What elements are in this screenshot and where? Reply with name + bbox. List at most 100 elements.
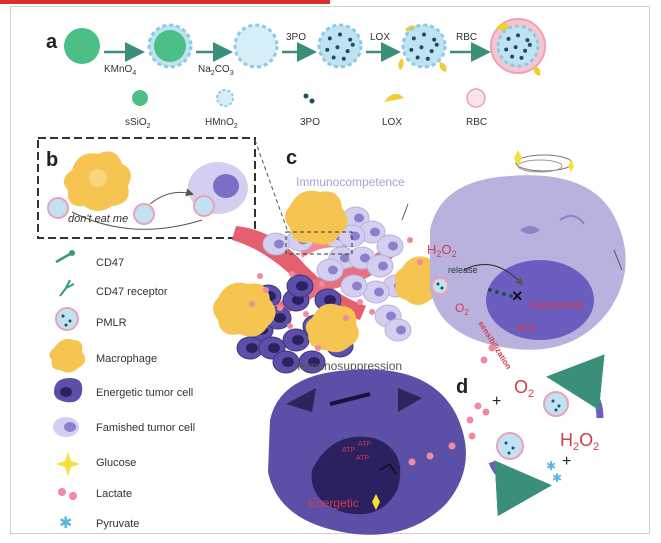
macrophage-top xyxy=(285,190,348,245)
drug-dot xyxy=(525,38,530,43)
panel-a-legend: sSiO2 HMnO2 3PO LOX RBC xyxy=(125,88,487,130)
panel-c-label: c xyxy=(286,147,297,169)
legend-sio2-label: sSiO2 xyxy=(125,117,151,130)
legend-energetic-cell-label: Energetic tumor cell xyxy=(96,387,193,399)
cell-nucleus xyxy=(340,253,350,263)
legend-lactate-icon xyxy=(58,488,77,500)
drug-dot xyxy=(523,48,528,53)
drug-dots xyxy=(488,288,513,298)
release-label: release xyxy=(448,265,478,275)
legend-macrophage-icon xyxy=(49,339,86,373)
macrophage-left xyxy=(213,282,276,337)
plus-sign-top: + xyxy=(492,393,501,410)
legend-cd47-label: CD47 xyxy=(96,257,124,269)
famished-label: Famished xyxy=(530,298,583,312)
cell-nucleus xyxy=(388,241,398,251)
drug-dot xyxy=(429,49,434,54)
legend-pmlr-label: PMLR xyxy=(96,317,127,329)
cell-nucleus xyxy=(378,261,388,271)
panel-b-pmlr-left xyxy=(47,197,69,219)
lactate-dot xyxy=(303,311,309,317)
step-label-kmno4: KMnO4 xyxy=(104,64,136,77)
legend-famished-cell-icon xyxy=(53,417,79,437)
h2o2-label-d: H2O2 xyxy=(560,430,599,453)
atp-label-3: ATP xyxy=(356,455,369,462)
lactate-dot xyxy=(343,315,349,321)
cell-nucleus xyxy=(324,295,336,305)
energetic-label: Energetic xyxy=(308,496,359,510)
zoom-region xyxy=(285,231,353,255)
lactate-dot xyxy=(257,273,263,279)
drug-dot xyxy=(419,45,424,50)
immunocompetence-label: Immunocompetence xyxy=(296,175,405,189)
lactate-dot xyxy=(249,301,255,307)
cell-nucleus xyxy=(308,357,320,367)
drug-dot xyxy=(510,54,515,59)
macrophage-right xyxy=(394,256,440,305)
legend-hmno2-swatch xyxy=(216,89,234,107)
cell-nucleus xyxy=(360,253,370,263)
panel-b-pmlr-mid xyxy=(133,203,155,225)
cell-nucleus xyxy=(296,281,308,291)
step-label-lox: LOX xyxy=(370,32,390,43)
panel-b-connector xyxy=(71,211,203,230)
drug-dot xyxy=(331,55,336,60)
panel-b-arrow xyxy=(149,188,194,205)
h2o2-label-c: H2O2 xyxy=(427,242,457,259)
cell-nucleus xyxy=(292,335,304,345)
drug-dot xyxy=(335,45,340,50)
legend-pmlr-icon xyxy=(55,307,79,331)
pyruvate-mark-1: ✱ xyxy=(546,459,556,473)
drug-dot xyxy=(348,37,353,42)
synthesis-step-rbc-coated xyxy=(490,18,546,76)
legend: ✱ CD47 CD47 receptor PMLR Macrophage Ene… xyxy=(49,250,195,532)
lactate-dot xyxy=(407,237,413,243)
cell-nucleus xyxy=(354,213,364,223)
pmlr-d-bottom xyxy=(496,432,524,460)
cell-nucleus xyxy=(246,343,258,353)
o2-label-c: O2 xyxy=(455,301,469,317)
pyruvate-mark-2: ✱ xyxy=(552,471,562,485)
lactate-dot xyxy=(319,281,325,287)
cell-nucleus xyxy=(396,325,406,335)
cell-nucleus xyxy=(274,239,284,249)
legend-cd47-receptor-label: CD47 receptor xyxy=(96,286,168,298)
drug-dot xyxy=(409,47,414,52)
drug-dot xyxy=(327,36,332,41)
atp-label-1: ATP xyxy=(342,447,355,454)
legend-lox-label: LOX xyxy=(382,117,402,128)
legend-lactate-label: Lactate xyxy=(96,488,132,500)
drug-dot xyxy=(432,37,437,42)
cell-nucleus xyxy=(328,265,338,275)
synthesis-step-sio2 xyxy=(64,28,100,64)
step-label-na2co3: Na2CO3 xyxy=(198,64,234,77)
cell-nucleus xyxy=(352,281,362,291)
legend-glucose-label: Glucose xyxy=(96,457,136,469)
legend-cd47-icon xyxy=(55,250,75,264)
top-accent-bar xyxy=(0,0,330,4)
legend-rbc-label: RBC xyxy=(466,117,487,128)
drug-dot xyxy=(341,56,346,61)
cell-nucleus xyxy=(292,295,304,305)
drug-dot xyxy=(345,49,350,54)
immunosuppression-label: Immunosuppression xyxy=(294,359,402,373)
panel-d-label: d xyxy=(456,376,468,398)
legend-pyruvate-label: Pyruvate xyxy=(96,518,139,530)
cell-nucleus xyxy=(274,313,286,323)
legend-famished-cell-label: Famished tumor cell xyxy=(96,422,195,434)
drug-dot xyxy=(422,32,426,37)
lactate-dot xyxy=(369,309,375,315)
step-label-rbc: RBC xyxy=(456,32,477,43)
cell-nucleus xyxy=(386,311,396,321)
panel-b-box xyxy=(37,137,256,239)
step-label-3po: 3PO xyxy=(286,32,306,43)
drug-dot xyxy=(325,47,330,52)
synthesis-step-hmno2-shell xyxy=(147,23,193,69)
cycle-arrow-bottom xyxy=(488,460,552,517)
legend-cd47-receptor-icon xyxy=(59,279,75,297)
pmlr-in-cell xyxy=(431,277,449,295)
drug-dot xyxy=(415,55,420,60)
legend-energetic-cell-icon xyxy=(54,378,83,403)
